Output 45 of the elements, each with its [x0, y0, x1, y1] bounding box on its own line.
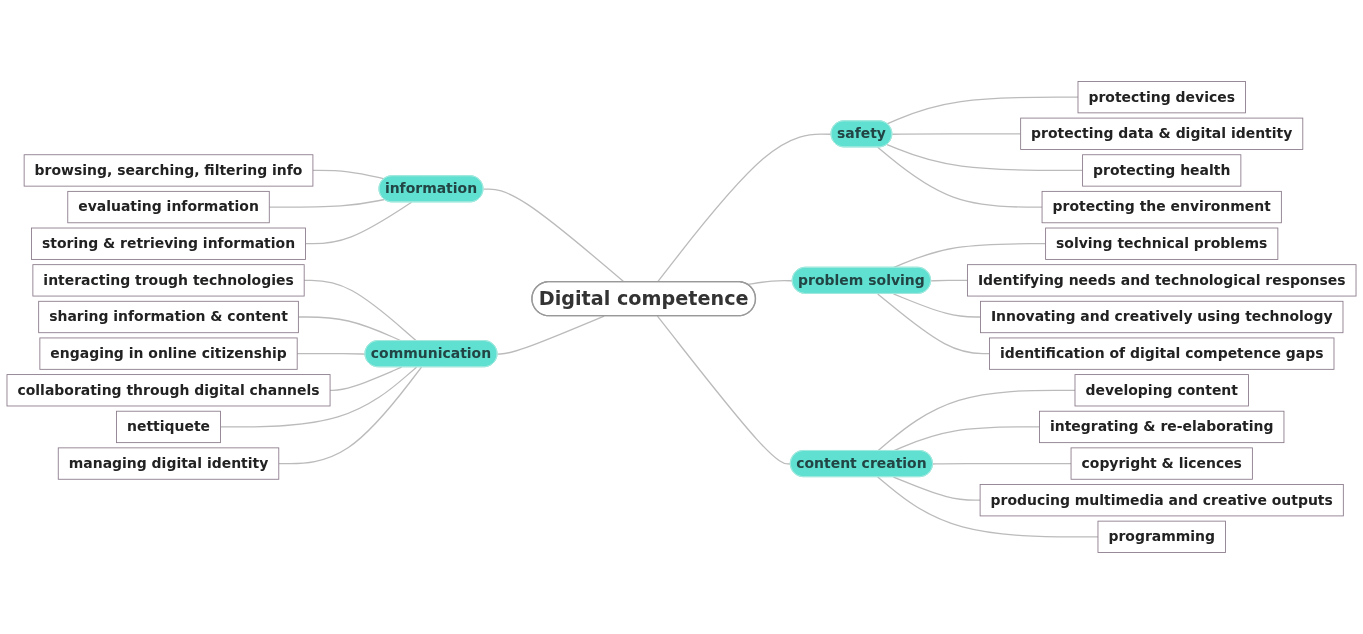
connector — [930, 279, 969, 282]
node-box: browsing, searching, filtering info — [23, 154, 314, 187]
connector — [877, 293, 991, 355]
node-box: copyright & licences — [1070, 447, 1253, 480]
node-box: Identifying needs and technological responses — [967, 264, 1357, 297]
node-box: identification of digital competence gaps — [989, 337, 1335, 370]
connector — [219, 366, 418, 428]
connector — [482, 188, 625, 283]
connector — [877, 476, 1099, 538]
node-box: Innovating and creatively using technology — [980, 300, 1344, 334]
connector — [891, 133, 1022, 135]
node-box: protecting devices — [1077, 81, 1246, 114]
connector — [303, 279, 418, 342]
connector — [877, 389, 1076, 452]
node-box: evaluating information — [67, 190, 270, 224]
connector — [886, 144, 1084, 172]
node-box: collaborating through digital channels — [6, 374, 331, 407]
node-box: interacting trough technologies — [32, 264, 305, 297]
connector — [892, 293, 982, 318]
node-box: managing digital identity — [57, 447, 280, 480]
node-box: sharing information & content — [38, 300, 299, 334]
node-box: solving technical problems — [1045, 227, 1279, 260]
connector — [278, 366, 423, 465]
node-box: programming — [1097, 520, 1226, 553]
connector — [746, 280, 794, 286]
connector — [296, 353, 367, 355]
connector — [304, 201, 413, 245]
node-box: protecting health — [1082, 154, 1242, 187]
connector — [329, 366, 403, 391]
connector — [892, 476, 981, 501]
connector — [496, 315, 605, 355]
node-box: storing & retrieving information — [31, 227, 306, 260]
connector — [268, 198, 386, 208]
connector — [877, 146, 1043, 208]
node-box: protecting the environment — [1041, 190, 1282, 224]
node-box: integrating & re-elaborating — [1039, 410, 1285, 444]
node-box: developing content — [1074, 374, 1249, 407]
connector — [656, 133, 833, 283]
node-box: protecting data & digital identity — [1020, 117, 1304, 150]
node-box: producing multimedia and creative outputs — [979, 484, 1344, 517]
connector — [886, 96, 1079, 125]
connector — [656, 315, 792, 465]
connector — [932, 462, 1072, 465]
node-box: engaging in online citizenship — [39, 337, 298, 370]
node-box: nettiquete — [116, 410, 221, 444]
